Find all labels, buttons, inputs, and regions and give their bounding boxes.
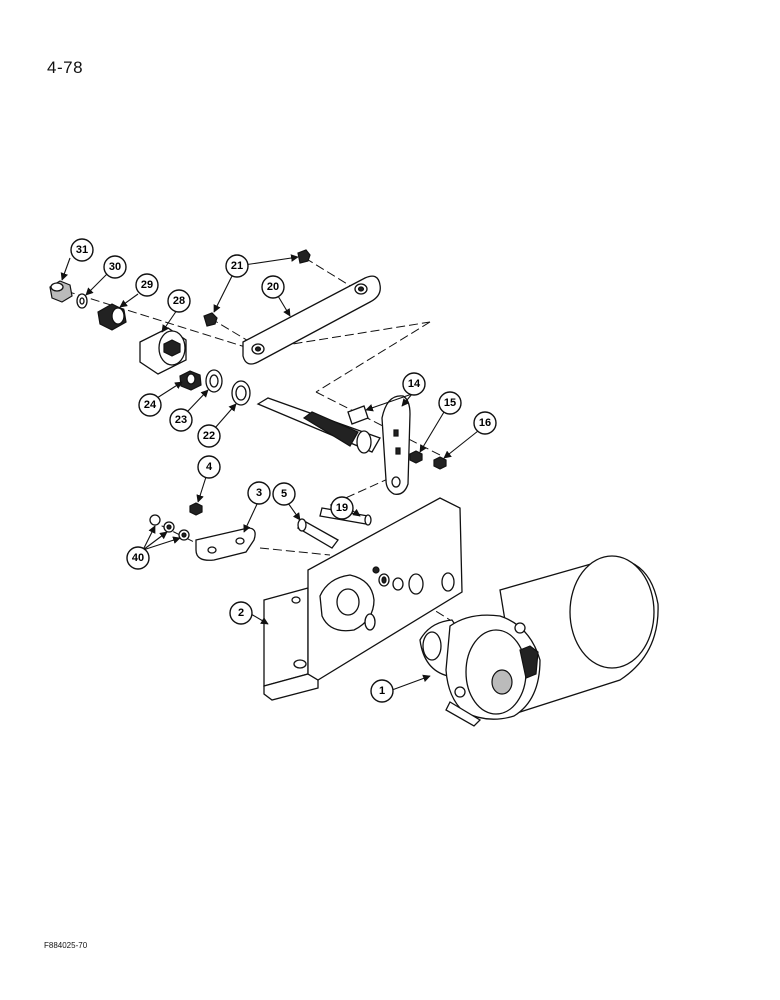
callout-24: 24: [138, 393, 162, 417]
link-arm-part-20: [242, 275, 381, 365]
svg-text:29: 29: [141, 279, 153, 291]
washer-part-23: [205, 369, 223, 393]
callout-5: 5: [272, 482, 296, 506]
svg-text:19: 19: [336, 502, 348, 514]
callout-29: 29: [135, 273, 159, 297]
spline-hub-part-29: [97, 303, 127, 331]
page-number: 4-78: [47, 58, 84, 77]
retainer-clip-part-21-upper: [297, 249, 311, 264]
figure-code: F884025-70: [44, 941, 88, 950]
svg-text:1: 1: [379, 685, 385, 697]
svg-text:4: 4: [206, 461, 213, 473]
drive-shaft: [256, 397, 381, 454]
wiper-motor-part-1: [419, 555, 659, 727]
callout-14: 14: [402, 372, 426, 396]
svg-text:2: 2: [238, 607, 244, 619]
callout-22: 22: [197, 424, 221, 448]
svg-text:16: 16: [479, 417, 491, 429]
retainer-clip-part-21-lower: [203, 312, 218, 327]
svg-text:15: 15: [444, 397, 456, 409]
nut-part-4: [189, 502, 203, 516]
washer-part-22: [231, 380, 251, 406]
callout-19: 19: [330, 496, 354, 520]
bolt-part-5: [296, 518, 339, 549]
callout-28: 28: [167, 289, 191, 313]
svg-text:22: 22: [203, 430, 215, 442]
callout-23: 23: [169, 408, 193, 432]
svg-text:30: 30: [109, 261, 121, 273]
svg-text:31: 31: [76, 244, 88, 256]
callout-2: 2: [229, 601, 253, 625]
hex-nut-part-31: [49, 280, 73, 303]
nut-part-16: [433, 456, 447, 470]
callout-1: 1: [370, 679, 394, 703]
mounting-hardware: [378, 573, 404, 591]
svg-text:20: 20: [267, 281, 279, 293]
callout-3: 3: [247, 481, 271, 505]
crank-arm-part-14: [347, 395, 411, 495]
drive-hub-part-28: [139, 327, 187, 375]
svg-text:40: 40: [132, 552, 144, 564]
callout-20: 20: [261, 275, 285, 299]
callout-40: 40: [126, 546, 150, 570]
callout-31: 31: [70, 238, 94, 262]
svg-text:21: 21: [231, 260, 243, 272]
bracket-plate-part-3: [195, 527, 256, 561]
nut-part-15: [409, 450, 423, 464]
jam-nut-part-24: [179, 370, 202, 391]
washer-set-part-40: [149, 514, 190, 541]
callout-4: 4: [197, 455, 221, 479]
svg-text:5: 5: [281, 488, 287, 500]
leader-lines: [60, 254, 479, 691]
svg-text:14: 14: [408, 378, 421, 390]
callout-30: 30: [103, 255, 127, 279]
svg-text:23: 23: [175, 414, 187, 426]
callout-21: 21: [225, 254, 249, 278]
motor-bracket-part-2: [263, 497, 463, 701]
svg-text:3: 3: [256, 487, 262, 499]
svg-text:28: 28: [173, 295, 185, 307]
callout-16: 16: [473, 411, 497, 435]
svg-text:24: 24: [144, 399, 157, 411]
callout-15: 15: [438, 391, 462, 415]
washer-part-30: [76, 293, 88, 309]
